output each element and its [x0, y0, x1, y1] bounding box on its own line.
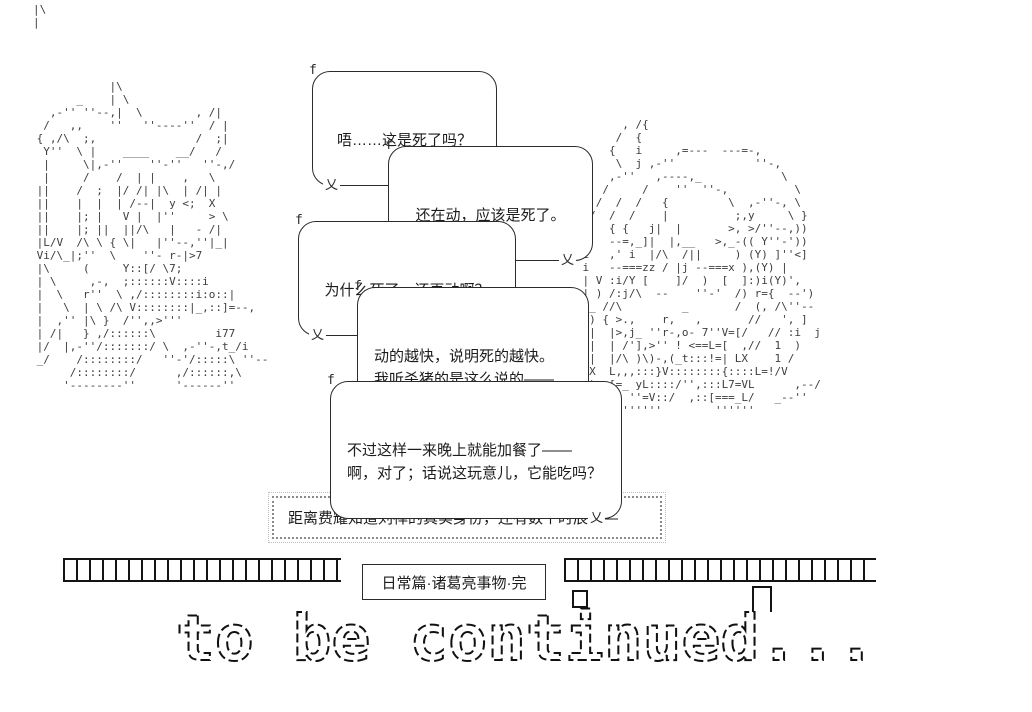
track-divider-right [564, 558, 876, 582]
bubble-tail: 乂 [309, 324, 327, 345]
left-creature-ascii-art: |\ _ | \ ,-'' ''--,| \ , /| / ,, '' ''--… [36, 80, 269, 392]
speech-bubble-5: f 不过这样一来晚上就能加餐了—— 啊，对了；话说这玩意儿，它能吃吗？ 乂 [327, 373, 622, 529]
bubble-tail: 乂 [323, 174, 341, 195]
corner-mark-ascii-art: |\ | [33, 3, 47, 29]
track-stub-square [572, 590, 588, 608]
bubble-open-stroke: f [295, 213, 303, 228]
bubble-tail: 乂 [558, 249, 576, 270]
right-creature-ascii-art: , /{ / { { i ,=--- ---=-, \ j ,-'' ''-, … [582, 118, 821, 417]
bubble-text: 唔……这是死了吗？ [336, 131, 472, 149]
bubble-open-stroke: f [309, 63, 317, 78]
bubble-text: 不过这样一来晚上就能加餐了—— 啊，对了；话说这玩意儿，它能吃吗？ [347, 441, 603, 482]
track-stub-gate [752, 586, 772, 612]
episode-title-text: 日常篇·诸葛亮事物·完 [381, 574, 527, 592]
episode-title-box: 日常篇·诸葛亮事物·完 [362, 564, 546, 600]
track-divider-left [63, 558, 341, 582]
bubble-open-stroke: f [354, 279, 362, 294]
bubble-open-stroke: f [385, 138, 393, 153]
to-be-continued-text: to be continued... [176, 602, 876, 675]
bubble-tail: 乂 [587, 508, 605, 529]
to-be-continued-banner: to be continued... [175, 601, 877, 676]
bubble-text: 还在动，应该是死了。 [415, 206, 566, 224]
bubble-open-stroke: f [327, 373, 335, 388]
